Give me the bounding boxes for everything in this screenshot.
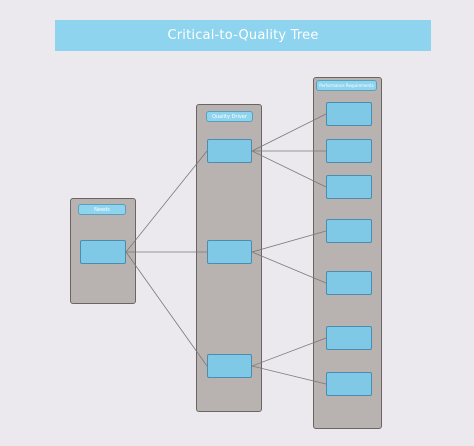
- connector-need-to-driver-3: [125, 251, 208, 367]
- quality-driver-node-1[interactable]: [207, 139, 252, 163]
- needs-header: Needs: [78, 204, 126, 215]
- diagram-title: Critical-to-Quality Tree: [55, 20, 431, 51]
- need-node[interactable]: [80, 240, 126, 264]
- performance-requirement-node-6[interactable]: [326, 326, 372, 350]
- quality-driver-node-2[interactable]: [207, 240, 252, 264]
- quality-driver-header: Quality Driver: [206, 111, 253, 122]
- performance-requirements-header: Performance Requirements: [316, 80, 377, 91]
- connector-need-to-driver-1: [125, 150, 208, 253]
- performance-requirement-node-5[interactable]: [326, 271, 372, 295]
- performance-requirement-node-4[interactable]: [326, 219, 372, 243]
- performance-requirement-node-1[interactable]: [326, 102, 372, 126]
- performance-requirement-node-2[interactable]: [326, 139, 372, 163]
- performance-requirement-node-7[interactable]: [326, 372, 372, 396]
- quality-driver-node-3[interactable]: [207, 354, 252, 378]
- performance-requirement-node-3[interactable]: [326, 175, 372, 199]
